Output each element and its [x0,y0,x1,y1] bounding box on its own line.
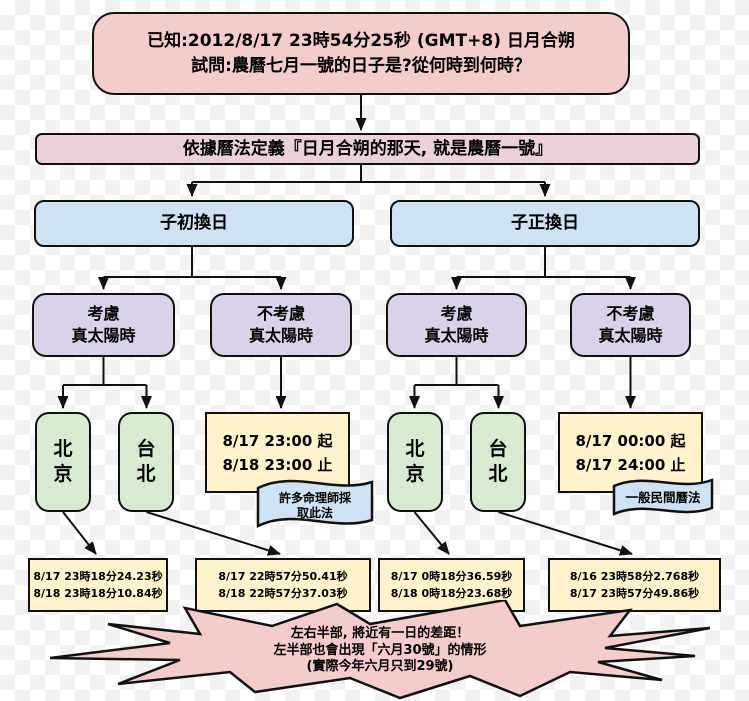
solar-line: 真太陽時 [598,326,663,345]
conclusion-line-3: (實際今年六月只到29號) [306,659,454,675]
solar-line: 考慮 [440,304,473,324]
city-label: 台北 [488,438,508,485]
solar-line: 考慮 [87,304,120,324]
range-line: 8/17 23:00 起 [222,431,333,450]
range-line: 8/18 23:00 止 [222,455,333,474]
result-line: 8/17 23時18分24.23秒 [33,569,163,583]
ribbon-shape [612,478,714,516]
rule-label: 子初換日 [160,213,228,234]
starburst-shape [49,598,711,700]
solar-line: 不考慮 [256,304,305,324]
result-box-1: 8/17 23時18分24.23秒 8/18 23時18分10.84秒 [28,558,168,612]
conclusion-line-1: 左右半部, 將近有一日的差距！ [290,625,470,641]
result-box-4: 8/16 23時58分2.768秒 8/17 23時57分49.86秒 [548,558,721,612]
city-box-beijing-right: 北京 [387,412,443,512]
result-line: 8/18 22時57分37.03秒 [218,587,348,600]
question-line-1: 已知:2012/8/17 23時54分25秒 (GMT+8) 日月合朔 [147,30,575,51]
city-box-beijing-left: 北京 [35,412,91,512]
ribbon-fortune-tellers: 許多命理師採取此法 [256,474,374,530]
result-box-3: 8/17 0時18分36.59秒 8/18 0時18分23.68秒 [378,558,525,612]
range-line: 8/17 24:00 止 [575,455,686,474]
ribbon-text: 許多命理師採取此法 [278,491,351,520]
solar-option-ignore-left: 不考慮 真太陽時 [210,293,352,357]
rule-box-zizheng: 子正換日 [390,200,700,247]
result-line: 8/18 0時18分23.68秒 [390,587,513,600]
ribbon-shape [256,479,374,529]
result-line: 8/18 23時18分10.84秒 [33,587,163,600]
question-line-2: 試問:農曆七月一號的日子是?從何時到何時？ [191,55,531,76]
solar-line: 真太陽時 [424,326,489,345]
result-line: 8/17 23時57分49.86秒 [569,587,700,600]
conclusion-starburst: 左右半部, 將近有一日的差距！ 左半部也會出現「六月30號」的情形 (實際今年六… [49,598,711,700]
solar-option-ignore-right: 不考慮 真太陽時 [570,293,691,357]
solar-option-consider-right: 考慮 真太陽時 [386,293,527,357]
rule-label: 子正換日 [511,213,579,234]
solar-line: 真太陽時 [71,326,136,345]
city-label: 北京 [405,438,425,485]
result-line: 8/16 23時58分2.768秒 [569,569,700,583]
city-label: 台北 [136,438,156,485]
question-box: 已知:2012/8/17 23時54分25秒 (GMT+8) 日月合朔 試問:農… [92,12,630,95]
rule-box-zichu: 子初換日 [34,200,354,247]
ribbon-text: 一般民間曆法 [625,490,701,506]
result-line: 8/17 0時18分36.59秒 [390,569,513,583]
solar-line: 真太陽時 [248,326,313,345]
result-line: 8/17 22時57分50.41秒 [218,569,348,583]
range-box-right: 8/17 00:00 起 8/17 24:00 止 [558,412,703,493]
definition-text: 依據曆法定義『日月合朔的那天, 就是農曆一號』 [182,138,553,159]
city-label: 北京 [53,438,73,485]
ribbon-folk-calendar: 一般民間曆法 [612,474,714,518]
definition-box: 依據曆法定義『日月合朔的那天, 就是農曆一號』 [35,133,700,165]
city-box-taipei-left: 台北 [118,412,174,512]
result-box-2: 8/17 22時57分50.41秒 8/18 22時57分37.03秒 [195,558,371,612]
range-line: 8/17 00:00 起 [575,431,686,450]
solar-line: 不考慮 [606,304,655,324]
city-box-taipei-right: 台北 [470,412,526,512]
solar-option-consider-left: 考慮 真太陽時 [32,293,175,357]
range-box-left: 8/17 23:00 起 8/18 23:00 止 [205,412,350,493]
conclusion-line-2: 左半部也會出現「六月30號」的情形 [273,642,487,658]
